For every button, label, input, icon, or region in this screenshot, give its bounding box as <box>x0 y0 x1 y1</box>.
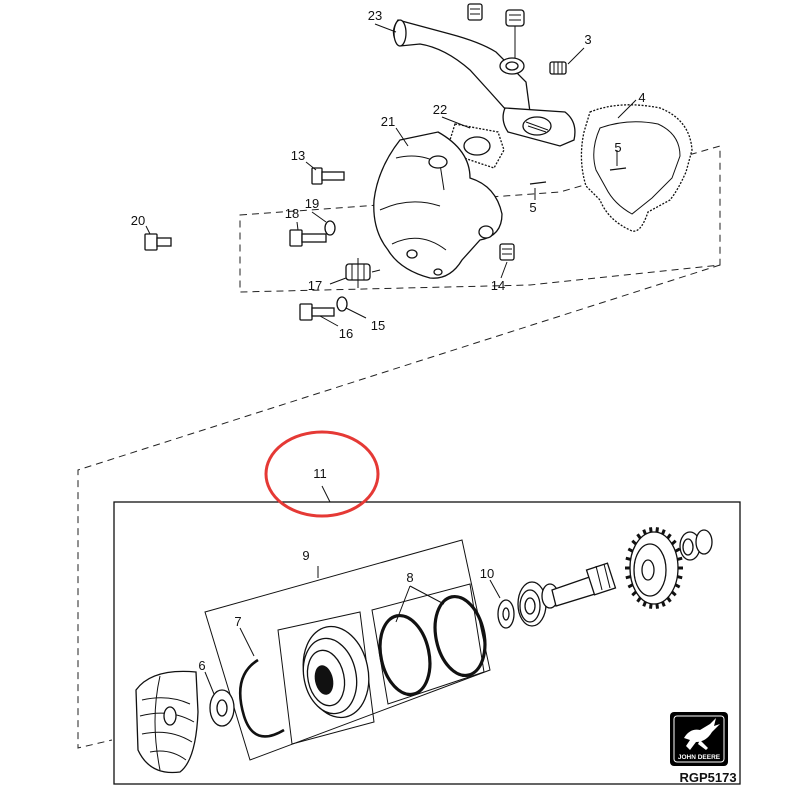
gear-tooth <box>631 539 637 546</box>
bolt-13-head <box>311 167 323 185</box>
callout-16: 16 <box>339 326 353 341</box>
gear-tooth <box>642 601 647 607</box>
gear-tooth <box>625 575 632 580</box>
bolt-20-shank <box>156 237 172 247</box>
callout-13: 13 <box>291 148 305 163</box>
drive-gear <box>625 527 683 609</box>
housing-lower-boss <box>433 268 443 276</box>
callout-11: 11 <box>313 466 327 481</box>
gasket-4-inner <box>593 121 681 215</box>
callout-14: 14 <box>491 278 505 293</box>
dowel-pin-upper <box>609 167 627 171</box>
logo-text: JOHN DEERE <box>678 754 721 761</box>
bolt-16-shank <box>311 307 335 317</box>
reference-code: RGP5173 <box>679 770 736 785</box>
end-bearing <box>679 529 713 561</box>
gear-tooth <box>676 556 683 561</box>
gear-tooth <box>636 596 642 603</box>
gear-tooth <box>676 575 683 580</box>
gear-tooth <box>671 539 677 546</box>
o-ring-box <box>371 583 485 705</box>
deer-icon <box>684 718 720 750</box>
gasket-4 <box>580 104 693 232</box>
housing-port <box>478 225 494 239</box>
housing-boss <box>428 155 448 169</box>
cartridge-leader-line <box>77 264 721 749</box>
callout-8: 8 <box>406 570 413 585</box>
elbow-end <box>393 19 407 47</box>
gear-tooth <box>625 556 632 561</box>
callout-23: 23 <box>368 8 382 23</box>
housing-drain <box>406 249 418 259</box>
callout-20: 20 <box>131 213 145 228</box>
bearing <box>517 581 559 627</box>
snap-ring-box <box>277 611 375 745</box>
gear-tooth <box>642 529 647 535</box>
gear-tooth <box>661 529 666 535</box>
o-ring-2 <box>433 594 487 678</box>
gasket-22-hole <box>463 136 491 156</box>
elbow-port-inner <box>505 61 519 71</box>
callout-9: 9 <box>302 548 309 563</box>
callout-3: 3 <box>584 32 591 47</box>
top-screw <box>467 3 483 21</box>
callout-21: 21 <box>381 114 395 129</box>
callout-10: 10 <box>480 566 494 581</box>
bolt-20-head <box>144 233 158 251</box>
gear-tooth <box>655 603 659 609</box>
snap-ring-7 <box>238 658 285 738</box>
thermostat-cap <box>505 9 525 27</box>
gear-tooth <box>671 590 677 597</box>
gear-tooth <box>674 547 681 553</box>
washer-15 <box>336 296 348 312</box>
gear-tooth <box>627 583 634 589</box>
callout-5-lower: 5 <box>529 200 536 215</box>
plug-14 <box>499 243 515 261</box>
bolt-18-shank <box>301 233 327 243</box>
callout-5-upper: 5 <box>614 140 621 155</box>
mechanical-seal <box>302 625 370 719</box>
gear-tooth <box>661 601 666 607</box>
callout-22: 22 <box>433 102 447 117</box>
washer-19 <box>324 220 336 236</box>
gear-tooth <box>666 533 672 540</box>
o-ring-1 <box>378 613 432 697</box>
callout-15: 15 <box>371 318 385 333</box>
callout-17: 17 <box>308 278 322 293</box>
gear-tooth <box>655 527 659 533</box>
callout-7: 7 <box>234 614 241 629</box>
gear-tooth <box>627 547 634 553</box>
gear-tooth <box>674 583 681 589</box>
callout-4: 4 <box>638 90 645 105</box>
gear-tooth <box>636 533 642 540</box>
dowel-pin-lower <box>529 181 547 185</box>
callout-18: 18 <box>285 206 299 221</box>
highlight-circle <box>264 430 380 518</box>
gear-tooth <box>649 527 653 533</box>
gear-tooth <box>631 590 637 597</box>
john-deere-logo: JOHN DEERE <box>670 712 728 766</box>
gear-tooth <box>649 603 653 609</box>
pump-shaft <box>551 562 617 607</box>
callout-6: 6 <box>198 658 205 673</box>
bolt-16-head <box>299 303 313 321</box>
bolt-13-shank <box>321 171 345 181</box>
impeller <box>135 670 199 774</box>
cartridge-frame <box>113 501 741 785</box>
bolt-18-head <box>289 229 303 247</box>
gear-tooth <box>666 596 672 603</box>
callout-19: 19 <box>305 196 319 211</box>
seal-kit-outline <box>204 539 491 761</box>
